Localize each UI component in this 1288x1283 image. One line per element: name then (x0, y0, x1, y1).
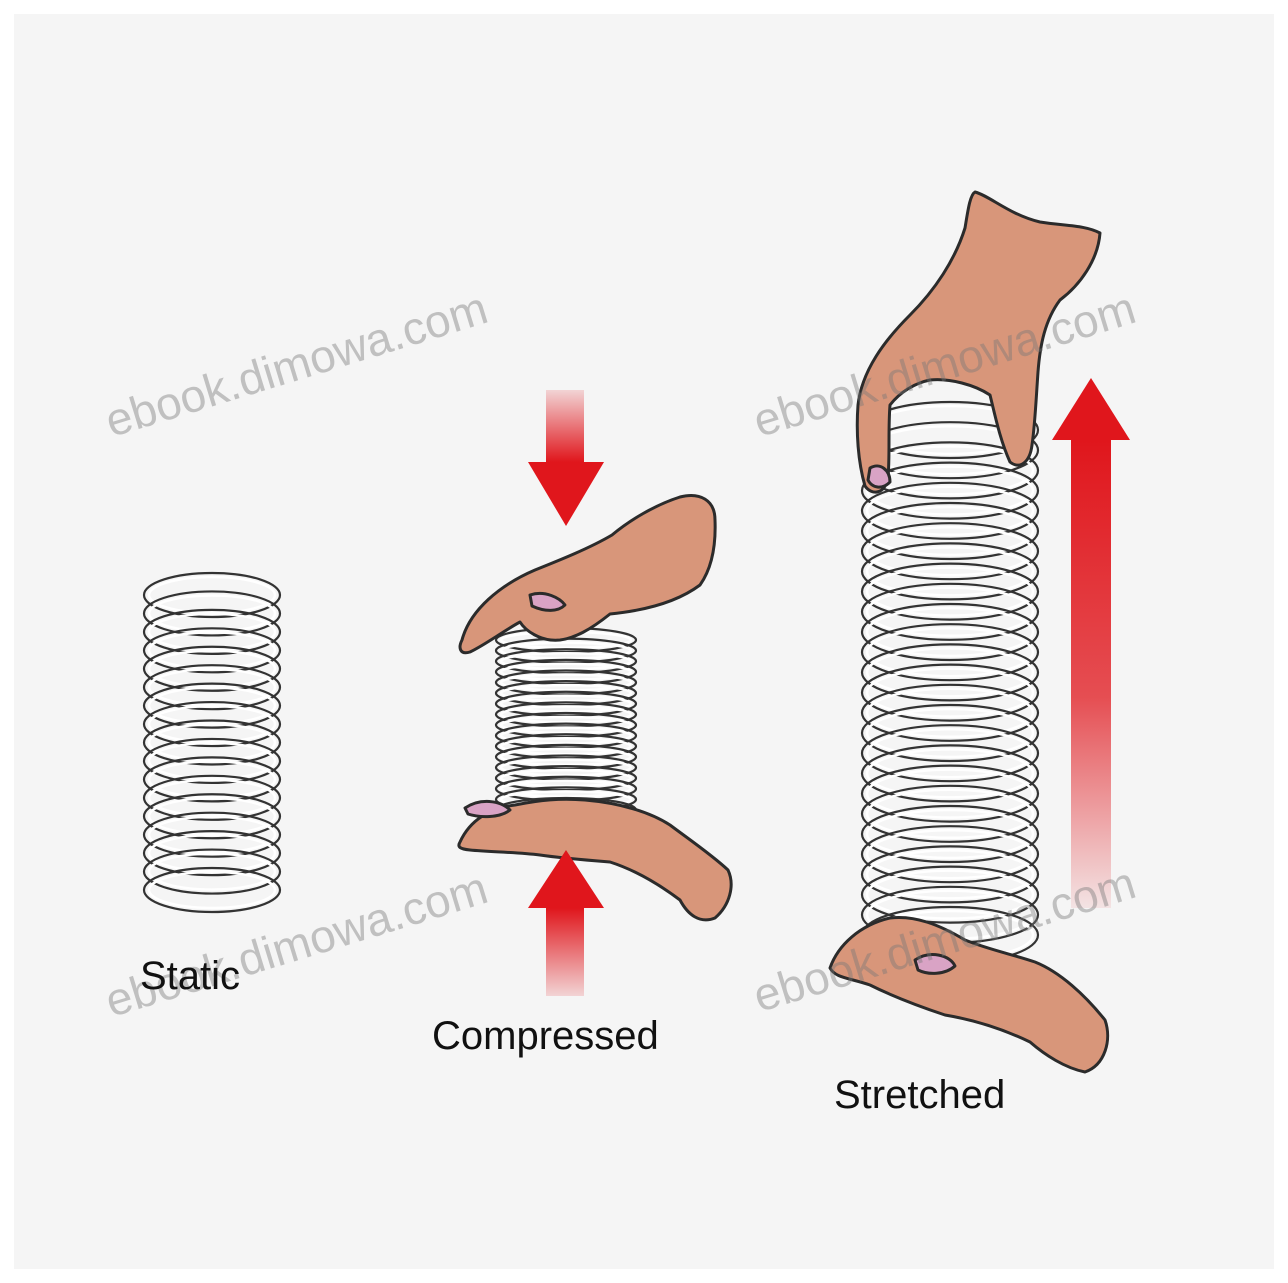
hand-icon (460, 496, 715, 653)
spring-static-icon (144, 573, 280, 912)
spring-compressed-icon (496, 628, 636, 822)
label-static: Static (140, 956, 240, 996)
label-stretched: Stretched (834, 1075, 1005, 1115)
arrow-up-icon (1052, 378, 1130, 908)
spring-stretched-icon (862, 402, 1038, 963)
label-compressed: Compressed (432, 1016, 659, 1056)
arrow-down-icon (528, 390, 604, 526)
hand-icon (830, 917, 1108, 1072)
arrow-up-icon (528, 850, 604, 996)
